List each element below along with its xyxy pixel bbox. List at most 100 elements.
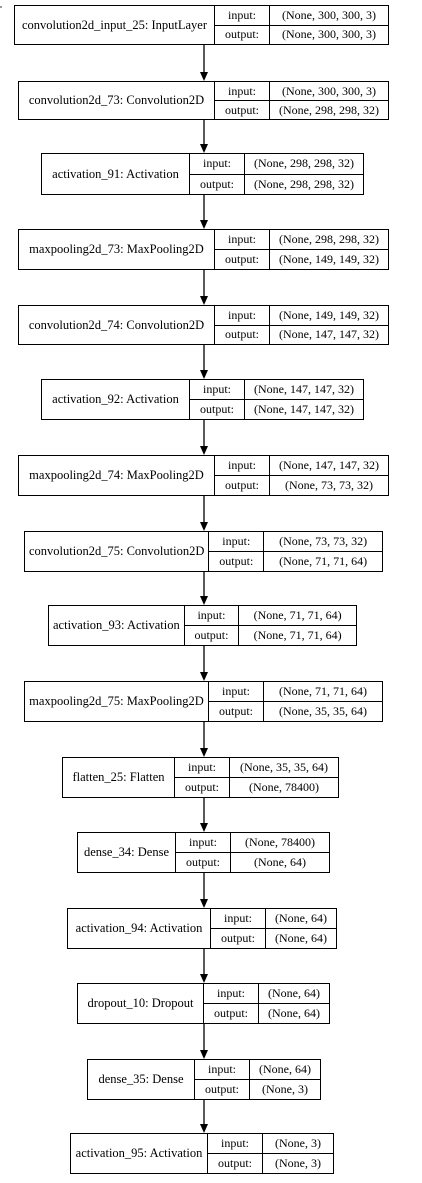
- output-shape: (None, 3): [275, 1156, 321, 1170]
- output-label: output:: [218, 704, 253, 718]
- io-value-column: (None, 73, 73, 32) (None, 71, 71, 64): [263, 532, 382, 571]
- output-label: output:: [217, 1156, 252, 1170]
- io-label-column: input: output:: [208, 682, 263, 721]
- layer-name: maxpooling2d_73: MaxPooling2D: [29, 242, 204, 256]
- layer-name: convolution2d_75: Convolution2D: [29, 544, 205, 558]
- io-value-column: (None, 298, 298, 32)(None, 298, 298, 32): [244, 154, 363, 194]
- io-label-column: input:output:: [189, 380, 244, 419]
- io-value-column: (None, 298, 298, 32) (None, 149, 149, 32): [269, 230, 388, 269]
- output-label: output:: [213, 1006, 248, 1020]
- output-shape: (None, 298, 298, 32): [254, 176, 354, 191]
- arrowhead-icon: [200, 672, 208, 681]
- layer-name: activation_92: Activation: [52, 392, 179, 406]
- output-shape: (None, 147, 147, 32): [279, 327, 379, 342]
- input-shape: (None, 71, 71, 64): [264, 682, 382, 702]
- arrowhead-icon: [200, 899, 208, 908]
- arrowhead-icon: [200, 1124, 208, 1133]
- io-value-column: (None, 300, 300, 3)(None, 298, 298, 32): [269, 82, 388, 119]
- output-shape: (None, 78400): [249, 780, 319, 794]
- output-shape: (None, 71, 71, 64): [253, 628, 342, 642]
- io-value-column: (None, 64) (None, 64): [258, 984, 329, 1023]
- io-label-column: input:output:: [214, 6, 269, 44]
- input-shape: (None, 78400): [231, 833, 329, 853]
- output-shape: (None, 300, 300, 3): [282, 27, 376, 42]
- layer-name: dense_35: Dense: [98, 1072, 184, 1086]
- input-label: input:: [215, 230, 269, 250]
- io-label-column: input: output:: [207, 1134, 262, 1173]
- output-shape: (None, 73, 73, 32): [285, 478, 373, 492]
- io-label-column: input: output:: [174, 758, 229, 797]
- input-shape: (None, 147, 147, 32): [245, 380, 363, 400]
- input-label: input:: [190, 154, 244, 175]
- io-value-column: (None, 64)(None, 3): [249, 1060, 320, 1099]
- arrowhead-icon: [200, 72, 208, 81]
- input-shape: (None, 35, 35, 64): [230, 758, 338, 778]
- output-shape: (None, 64): [268, 1006, 320, 1020]
- io-label-column: input:output:: [214, 456, 269, 495]
- input-shape: (None, 298, 298, 32): [270, 230, 388, 250]
- layer-name: flatten_25: Flatten: [72, 770, 165, 784]
- io-value-column: (None, 64)(None, 64): [265, 909, 336, 948]
- layer-name: convolution2d_73: Convolution2D: [28, 93, 205, 107]
- output-shape: (None, 147, 147, 32): [254, 402, 354, 416]
- corner-mark: [0, 6, 2, 8]
- arrowhead-icon: [200, 522, 208, 531]
- output-label: output:: [224, 252, 259, 266]
- layer-name: convolution2d_input_25: InputLayer: [21, 17, 208, 32]
- io-value-column: (None, 149, 149, 32)(None, 147, 147, 32): [269, 306, 388, 344]
- io-value-column: (None, 71, 71, 64)(None, 71, 71, 64): [238, 606, 356, 645]
- input-label: input:: [215, 306, 269, 326]
- input-label: input:: [209, 682, 263, 702]
- output-shape: (None, 64): [254, 855, 306, 869]
- io-label-column: input: output:: [203, 984, 258, 1023]
- io-value-column: (None, 78400) (None, 64): [230, 833, 329, 872]
- input-shape: (None, 300, 300, 3): [270, 82, 388, 101]
- output-label: output:: [185, 855, 220, 869]
- io-label-column: input:output:: [214, 82, 269, 119]
- arrowhead-icon: [200, 823, 208, 832]
- output-label: output:: [220, 931, 255, 945]
- layer-node: convolution2d_input_25: InputLayer input:…: [14, 5, 389, 45]
- arrowhead-icon: [200, 974, 208, 983]
- io-label-column: input: output:: [210, 909, 265, 948]
- input-label: input:: [175, 758, 229, 778]
- io-label-column: input:output:: [194, 1060, 249, 1099]
- input-label: input:: [215, 6, 269, 26]
- io-label-column: input:output:: [175, 833, 230, 872]
- input-label: input:: [211, 909, 265, 929]
- layer-node: flatten_25: Flatten input: output: (None, 3…: [62, 757, 339, 798]
- layer-name: convolution2d_74: Convolution2D: [28, 317, 205, 332]
- io-label-column: input:output:: [214, 306, 269, 344]
- arrowhead-icon: [200, 370, 208, 379]
- io-value-column: (None, 147, 147, 32) (None, 147, 147, 32): [244, 380, 363, 419]
- output-label: output:: [194, 628, 229, 642]
- input-shape: (None, 73, 73, 32): [264, 532, 382, 552]
- input-label: input:: [215, 82, 269, 101]
- arrowhead-icon: [200, 748, 208, 757]
- arrowhead-icon: [200, 144, 208, 153]
- io-value-column: (None, 71, 71, 64)(None, 35, 35, 64): [263, 682, 382, 721]
- layer-name: activation_94: Activation: [75, 921, 203, 935]
- output-shape: (None, 298, 298, 32): [279, 102, 379, 117]
- output-shape: (None, 149, 149, 32): [279, 252, 379, 266]
- input-shape: (None, 64): [259, 984, 329, 1004]
- layer-node: convolution2d_73: Convolution2D input:out…: [18, 81, 389, 120]
- input-label: input:: [208, 1134, 262, 1154]
- output-label: output:: [224, 102, 259, 117]
- input-label: input:: [195, 1060, 249, 1080]
- io-label-column: input:output:: [183, 606, 239, 645]
- input-shape: (None, 300, 300, 3): [270, 6, 388, 26]
- output-label: output:: [224, 478, 259, 492]
- input-label: input:: [204, 984, 258, 1004]
- output-shape: (None, 71, 71, 64): [279, 554, 368, 568]
- output-label: output:: [184, 780, 219, 794]
- arrowhead-icon: [200, 220, 208, 229]
- input-shape: (None, 298, 298, 32): [245, 154, 363, 175]
- input-shape: (None, 149, 149, 32): [270, 306, 388, 326]
